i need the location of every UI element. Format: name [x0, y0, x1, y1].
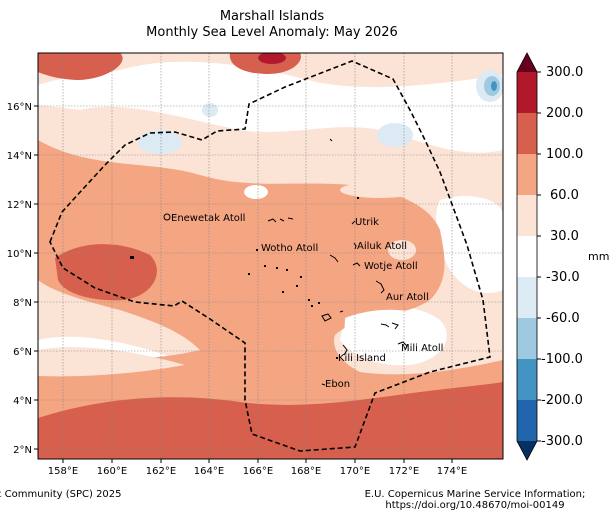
map-subtitle: Monthly Sea Level Anomaly: May 2026	[146, 25, 398, 40]
small-islands	[130, 197, 359, 359]
y-tick-label: 8°N	[13, 298, 32, 309]
credit-right: E.U. Copernicus Marine Service Informati…	[340, 489, 610, 511]
colorbar-seg	[517, 400, 537, 441]
y-tick-label: 10°N	[7, 249, 32, 260]
colorbar-seg	[517, 359, 537, 400]
label-kili-island: Kili Island	[338, 353, 386, 364]
label-enewetak-atoll: Enewetak Atoll	[171, 213, 245, 224]
y-tick-label: 12°N	[7, 200, 32, 211]
label-wotje-atoll: Wotje Atoll	[364, 261, 418, 272]
label-wotho-atoll: Wotho Atoll	[261, 243, 318, 254]
colorbar-label: -300.0	[541, 434, 583, 449]
gridlines	[38, 53, 503, 459]
label-utrik: Utrik	[355, 217, 379, 228]
eez-boundary	[49, 60, 491, 452]
colorbar-seg	[517, 53, 537, 72]
y-tick-label: 16°N	[7, 102, 32, 113]
map-title: Marshall Islands	[219, 9, 325, 24]
x-tick-label: 168°E	[291, 466, 321, 477]
colorbar-seg	[517, 318, 537, 359]
x-tick-label: 158°E	[48, 466, 78, 477]
x-tick-label: 164°E	[194, 466, 224, 477]
credit-left: c Community (SPC) 2025	[0, 489, 122, 500]
colorbar-label: 200.0	[546, 106, 584, 121]
y-tick-label: 2°N	[13, 445, 32, 456]
x-tick-label: 166°E	[243, 466, 273, 477]
colorbar-label: -200.0	[541, 393, 583, 408]
colorbar-label: -30.0	[546, 270, 580, 285]
plot-frame	[37, 52, 504, 460]
label-ebon: Ebon	[325, 379, 350, 390]
label-mili-atoll: Mili Atoll	[401, 343, 443, 354]
y-tick-label: 14°N	[7, 151, 32, 162]
y-tick-label: 4°N	[13, 396, 32, 407]
colorbar-label: 60.0	[550, 188, 579, 203]
x-tick-label: 170°E	[340, 466, 370, 477]
colorbar-label: 100.0	[546, 147, 584, 162]
axis-ticks	[34, 105, 453, 463]
colorbar-seg	[517, 236, 537, 277]
colorbar	[516, 52, 541, 461]
x-tick-label: 174°E	[437, 466, 467, 477]
colorbar-label: -60.0	[546, 311, 580, 326]
colorbar-seg	[517, 113, 537, 154]
colorbar-seg	[517, 195, 537, 236]
x-tick-label: 162°E	[146, 466, 176, 477]
colorbar-label: 300.0	[546, 65, 584, 80]
y-tick-label: 6°N	[13, 347, 32, 358]
label-aur-atoll: Aur Atoll	[386, 292, 429, 303]
colorbar-label: 30.0	[550, 229, 579, 244]
colorbar-unit: mm	[588, 250, 610, 263]
x-tick-label: 160°E	[97, 466, 127, 477]
atoll-outlines	[163, 138, 408, 386]
x-tick-labels: 158°E 160°E 162°E 164°E 166°E 168°E 170°…	[48, 466, 467, 477]
colorbar-seg	[517, 277, 537, 318]
anomaly-field	[38, 53, 503, 459]
colorbar-label: -100.0	[541, 352, 583, 367]
colorbar-seg	[517, 72, 537, 113]
credit-right-line1: E.U. Copernicus Marine Service Informati…	[364, 489, 586, 500]
x-tick-label: 172°E	[389, 466, 419, 477]
y-tick-labels: 2°N 4°N 6°N 8°N 10°N 12°N 14°N 16°N	[7, 102, 32, 456]
colorbar-seg	[517, 154, 537, 195]
label-ailuk-atoll: Ailuk Atoll	[357, 241, 407, 252]
colorbar-seg	[517, 441, 537, 460]
place-labels: Enewetak Atoll Utrik Wotho Atoll Ailuk A…	[171, 213, 443, 390]
credit-right-line2: https://doi.org/10.48670/moi-00149	[385, 500, 565, 511]
